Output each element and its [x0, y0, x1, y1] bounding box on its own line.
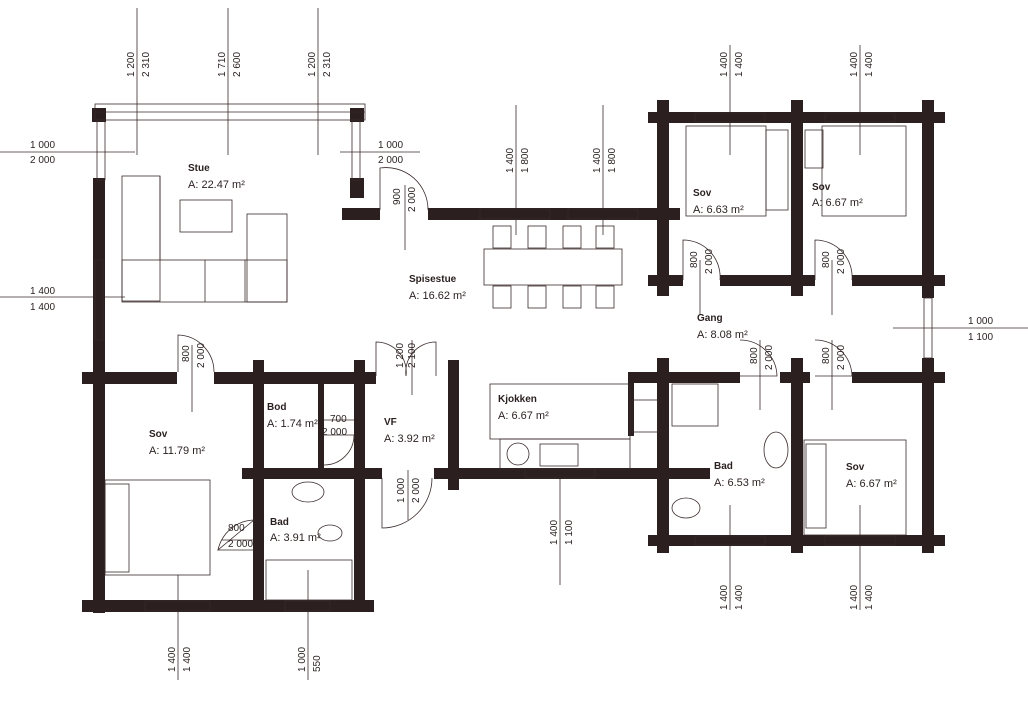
- walls: [82, 100, 945, 613]
- dim-spise-2b: 1 800: [607, 148, 618, 173]
- dim-gang-door-b2: 2 000: [836, 345, 847, 370]
- room-name-kjokken: Kjokken: [498, 394, 537, 405]
- dim-sov-door-a2: 2 000: [704, 249, 715, 274]
- room-name-sov2: Sov: [812, 182, 831, 193]
- doors: [177, 167, 853, 551]
- furniture: [104, 125, 907, 601]
- dim-spise-door-a: 900: [392, 188, 403, 205]
- room-area-sov-big: A: 11.79 m²: [149, 445, 205, 457]
- room-name-gang: Gang: [697, 313, 723, 324]
- dim-bad-door-b: 2 000: [228, 539, 253, 550]
- room-name-vf: VF: [384, 417, 397, 428]
- dim-spise-door-b: 2 000: [407, 187, 418, 212]
- room-area-sov2: A: 6.67 m²: [812, 197, 863, 209]
- room-labels: Stue A: 22.47 m² Spisestue A: 16.62 m² S…: [149, 163, 897, 544]
- dim-spise-1a: 1 400: [505, 148, 516, 173]
- room-name-bad-left: Bad: [270, 517, 289, 528]
- dim-right-window-a: 1 000: [968, 316, 993, 327]
- room-area-gang: A: 8.08 m²: [697, 329, 748, 341]
- dim-spise-2a: 1 400: [592, 148, 603, 173]
- room-area-vf: A: 3.92 m²: [384, 433, 435, 445]
- dim-bottom-sov-a: 1 400: [167, 647, 178, 672]
- dim-bottom-right-2b: 1 400: [864, 585, 875, 610]
- room-name-sov-big: Sov: [149, 429, 168, 440]
- dim-gang-door-a1: 800: [749, 347, 760, 364]
- dim-kitchen-window-a: 1 400: [549, 520, 560, 545]
- dim-top-3a: 1 200: [307, 52, 318, 77]
- reference-lines: [0, 8, 1028, 680]
- room-name-bad-right: Bad: [714, 461, 733, 472]
- room-area-bad-right: A: 6.53 m²: [714, 477, 765, 489]
- room-name-sov3: Sov: [846, 462, 865, 473]
- dim-sov-door-b1: 800: [821, 251, 832, 268]
- dim-top-1a: 1 200: [126, 52, 137, 77]
- room-area-stue: A: 22.47 m²: [188, 179, 245, 191]
- room-area-sov1: A: 6.63 m²: [693, 204, 744, 216]
- dim-gang-door-a2: 2 000: [764, 345, 775, 370]
- dim-vf-top-door-a: 1 200: [395, 343, 406, 368]
- dim-gang-door-b1: 800: [821, 347, 832, 364]
- dim-bod-door-b: 2 000: [322, 427, 347, 438]
- dim-sovtop-1b: 1 400: [734, 52, 745, 77]
- room-area-sov3: A: 6.67 m²: [846, 478, 897, 490]
- dim-sovtop-2b: 1 400: [864, 52, 875, 77]
- dim-kitchen-window-b: 1 100: [564, 520, 575, 545]
- room-name-sov1: Sov: [693, 188, 712, 199]
- dimension-labels: 1 200 2 310 1 710 2 600 1 200 2 310 1 40…: [30, 52, 993, 672]
- dim-sovbig-door-a: 800: [181, 345, 192, 362]
- dim-vf-door-a: 1 000: [396, 478, 407, 503]
- room-area-bad-left: A: 3.91 m²: [270, 532, 321, 544]
- dim-left-mid-b: 1 400: [30, 302, 55, 313]
- dim-left-mid-a: 1 400: [30, 286, 55, 297]
- dim-sov-door-b2: 2 000: [836, 249, 847, 274]
- dim-right-window-b: 1 100: [968, 332, 993, 343]
- room-name-spisestue: Spisestue: [409, 274, 457, 285]
- dim-sovbig-door-b: 2 000: [196, 343, 207, 368]
- dim-left-top-a: 1 000: [30, 140, 55, 151]
- dim-sovtop-2a: 1 400: [849, 52, 860, 77]
- dim-bottom-sov-b: 1 400: [182, 647, 193, 672]
- room-name-bod: Bod: [267, 402, 286, 413]
- dim-vf-top-door-b: 2 100: [407, 343, 418, 368]
- dim-bottom-right-1b: 1 400: [734, 585, 745, 610]
- dim-bottom-right-2a: 1 400: [849, 585, 860, 610]
- dim-bottom-right-1a: 1 400: [719, 585, 730, 610]
- dim-bottom-bad-b: 550: [312, 655, 323, 672]
- dim-bad-door-a: 800: [228, 523, 245, 534]
- dim-vf-door-b: 2 000: [411, 478, 422, 503]
- dim-top-1b: 2 310: [141, 52, 152, 77]
- dim-bottom-bad-a: 1 000: [297, 647, 308, 672]
- dim-top-3b: 2 310: [322, 52, 333, 77]
- dim-spise-1b: 1 800: [520, 148, 531, 173]
- room-area-kjokken: A: 6.67 m²: [498, 410, 549, 422]
- room-area-spisestue: A: 16.62 m²: [409, 290, 466, 302]
- room-name-stue: Stue: [188, 163, 210, 174]
- dim-stue-door-a: 1 000: [378, 140, 403, 151]
- dim-sov-door-a1: 800: [689, 251, 700, 268]
- dim-stue-door-b: 2 000: [378, 155, 403, 166]
- dim-left-top-b: 2 000: [30, 155, 55, 166]
- dim-bod-door-a: 700: [330, 414, 347, 425]
- dim-top-2b: 2 600: [232, 52, 243, 77]
- dim-sovtop-1a: 1 400: [719, 52, 730, 77]
- dim-top-2a: 1 710: [217, 52, 228, 77]
- room-area-bod: A: 1.74 m²: [267, 418, 318, 430]
